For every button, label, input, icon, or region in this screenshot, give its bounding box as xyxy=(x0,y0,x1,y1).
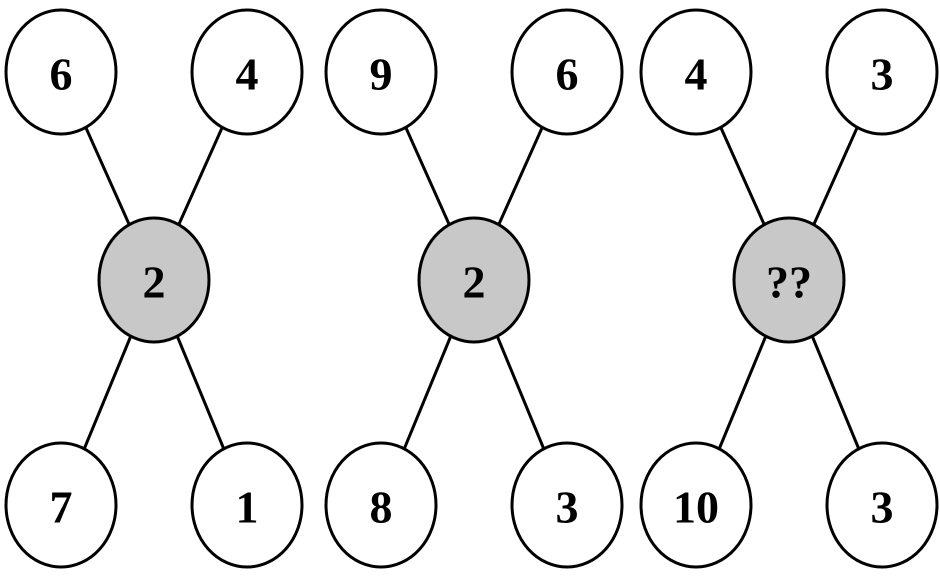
puzzle-group-2: 9 6 8 3 2 xyxy=(324,8,624,569)
node-circle xyxy=(510,8,624,136)
node-top-left: 4 xyxy=(639,8,753,136)
node-circle xyxy=(825,8,939,136)
node-value: 4 xyxy=(236,49,259,100)
node-value: 7 xyxy=(50,482,73,533)
node-value: 6 xyxy=(50,49,73,100)
node-value: 1 xyxy=(236,482,259,533)
node-center: 2 xyxy=(97,216,211,344)
puzzle-group-3: 4 3 10 3?? xyxy=(639,8,939,569)
node-circle xyxy=(639,8,753,136)
node-top-left: 6 xyxy=(4,8,118,136)
node-circle xyxy=(639,441,753,569)
node-value: 9 xyxy=(370,49,393,100)
node-value: 6 xyxy=(556,49,579,100)
center-value: 2 xyxy=(463,257,486,308)
node-bottom-left: 10 xyxy=(639,441,753,569)
node-bottom-right: 1 xyxy=(190,441,304,569)
node-bottom-right: 3 xyxy=(510,441,624,569)
node-bottom-right: 3 xyxy=(825,441,939,569)
node-circle xyxy=(324,8,438,136)
center-circle xyxy=(732,216,846,344)
center-circle xyxy=(97,216,211,344)
node-bottom-left: 7 xyxy=(4,441,118,569)
node-top-left: 9 xyxy=(324,8,438,136)
center-circle xyxy=(417,216,531,344)
node-center: 2 xyxy=(417,216,531,344)
node-circle xyxy=(4,441,118,569)
node-center: ?? xyxy=(732,216,846,344)
node-value: 3 xyxy=(871,49,894,100)
center-value: 2 xyxy=(143,257,166,308)
node-value: 3 xyxy=(556,482,579,533)
node-circle xyxy=(190,8,304,136)
node-top-right: 3 xyxy=(825,8,939,136)
node-value: 4 xyxy=(685,49,708,100)
center-value: ?? xyxy=(766,257,812,308)
node-value: 10 xyxy=(673,482,719,533)
node-circle xyxy=(190,441,304,569)
node-circle xyxy=(324,441,438,569)
node-bottom-left: 8 xyxy=(324,441,438,569)
node-circle xyxy=(510,441,624,569)
node-top-right: 6 xyxy=(510,8,624,136)
node-circle xyxy=(4,8,118,136)
puzzle-group-1: 6 4 7 1 2 xyxy=(4,8,304,569)
node-circle xyxy=(825,441,939,569)
node-top-right: 4 xyxy=(190,8,304,136)
node-value: 3 xyxy=(871,482,894,533)
node-value: 8 xyxy=(370,482,393,533)
